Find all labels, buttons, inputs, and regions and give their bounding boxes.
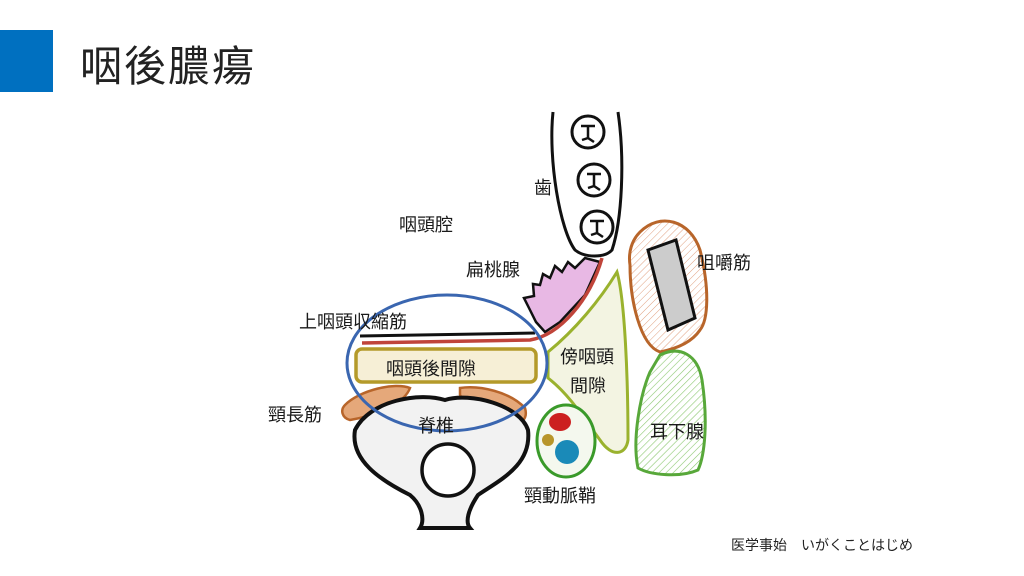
retropharyngeal-highlight-ellipse (345, 293, 549, 433)
label-longus-colli: 頸長筋 (268, 405, 322, 426)
label-masticator: 咀嚼筋 (697, 253, 751, 274)
label-retropharyngeal-space: 咽頭後間隙 (386, 359, 476, 380)
tonsil-shape (522, 256, 602, 334)
teeth-row (550, 111, 624, 258)
credit-text: 医学事始 いがくことはじめ (731, 538, 913, 554)
masticator-muscle (628, 219, 709, 354)
carotid-sheath (535, 403, 597, 479)
label-vertebra: 脊椎 (418, 416, 454, 437)
label-parapharyngeal-2: 間隙 (570, 376, 606, 397)
artery (549, 413, 571, 431)
vein (555, 440, 579, 464)
superior-constrictor-line (361, 257, 604, 345)
label-tonsil: 扁桃腺 (466, 260, 520, 281)
title-accent-bar (0, 30, 53, 92)
label-parapharyngeal-1: 傍咽頭 (560, 347, 614, 368)
slide-title: 咽後膿瘍 (80, 42, 257, 91)
label-carotid-sheath: 頸動脈鞘 (524, 486, 596, 507)
label-pharyngeal-cavity: 咽頭腔 (399, 215, 453, 236)
nerve (542, 434, 554, 446)
parotid-gland-shape (634, 349, 707, 477)
label-superior-constrictor: 上咽頭収縮筋 (299, 312, 407, 333)
mucosa-line (359, 331, 536, 338)
label-parotid: 耳下腺 (650, 422, 704, 443)
vertebra (352, 395, 531, 530)
label-teeth: 歯 (534, 178, 552, 199)
retropharyngeal-space-box (354, 347, 538, 384)
